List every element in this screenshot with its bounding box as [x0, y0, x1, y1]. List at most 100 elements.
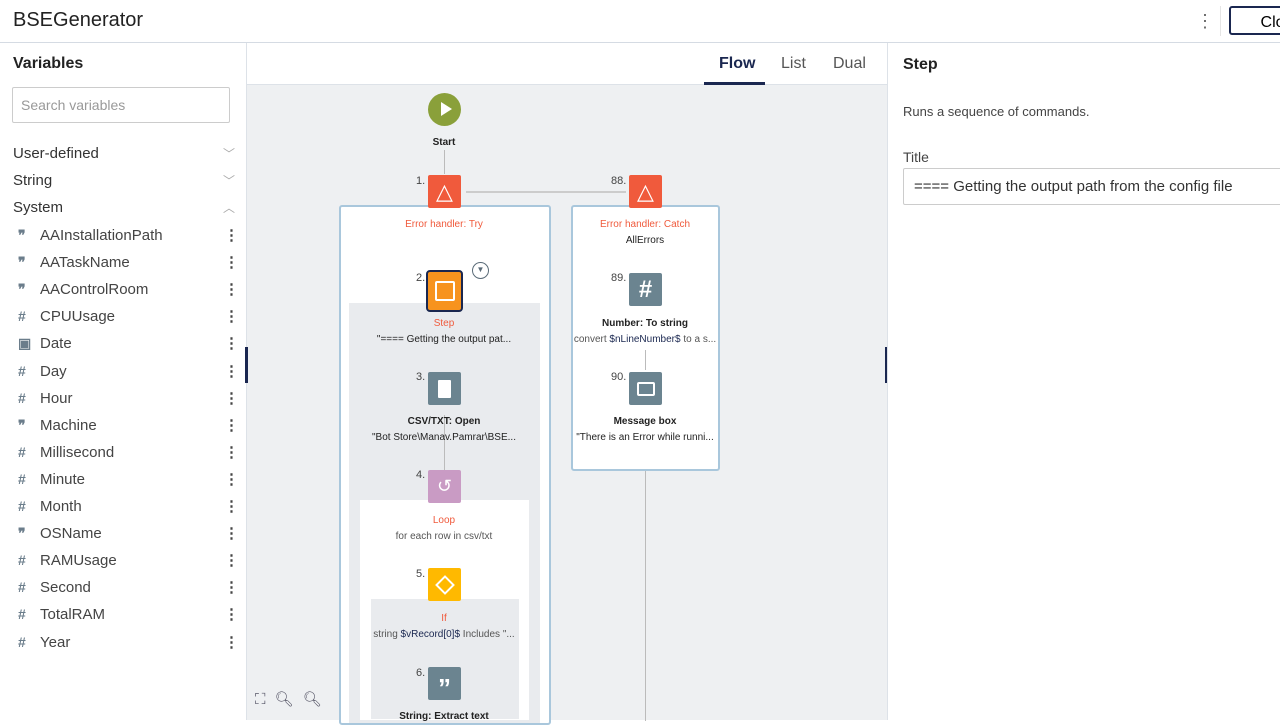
number-icon: # — [18, 498, 26, 514]
variable-menu-icon[interactable]: ⋮ — [224, 470, 239, 488]
node-title: If — [441, 613, 447, 624]
group-label: String — [13, 172, 53, 189]
step-node[interactable] — [426, 270, 463, 312]
variable-menu-icon[interactable]: ⋮ — [224, 633, 239, 651]
variable-menu-icon[interactable]: ⋮ — [224, 552, 239, 570]
variables-heading: Variables — [13, 55, 84, 72]
message-box-icon — [636, 381, 655, 396]
variable-menu-icon[interactable]: ⋮ — [224, 335, 239, 353]
group-user-defined[interactable]: User-defined﹀ — [13, 145, 235, 165]
variable-item[interactable]: ❞AAControlRoom⋮ — [18, 281, 239, 303]
start-label: Start — [432, 137, 456, 148]
title-input[interactable] — [903, 168, 1280, 205]
variable-menu-icon[interactable]: ⋮ — [224, 498, 239, 515]
variable-menu-icon[interactable]: ⋮ — [224, 389, 239, 407]
chevron-down-icon: ﹀ — [222, 174, 235, 188]
variable-menu-icon[interactable]: ⋮ — [224, 254, 239, 272]
connector — [645, 350, 646, 370]
diamond-icon — [434, 574, 455, 595]
connector — [444, 415, 445, 470]
variable-menu-icon[interactable]: ⋮ — [224, 443, 239, 461]
subtitle-text: string — [373, 629, 401, 640]
tab-dual[interactable]: Dual — [833, 55, 866, 72]
variable-menu-icon[interactable]: ⋮ — [224, 281, 239, 299]
node-subtitle: "==== Getting the output pat... — [376, 334, 512, 345]
close-button[interactable]: Close — [1229, 6, 1280, 35]
node-title: String: Extract text — [399, 711, 489, 722]
variable-name: AAInstallationPath — [40, 227, 163, 244]
loop-node[interactable]: ↺ — [428, 470, 461, 503]
variable-menu-icon[interactable]: ⋮ — [224, 362, 239, 380]
view-tabs — [247, 43, 887, 85]
variable-item[interactable]: ❞AATaskName⋮ — [18, 254, 239, 276]
start-node[interactable] — [428, 93, 461, 126]
node-number: 90. — [611, 371, 627, 383]
error-handler-catch-node[interactable]: △ — [629, 175, 662, 208]
variable-item[interactable]: #Millisecond⋮ — [18, 443, 239, 466]
hash-icon: # — [638, 275, 653, 303]
variable-name: AATaskName — [40, 254, 130, 272]
connector — [444, 150, 445, 174]
zoom-in-icon[interactable]: 🔍︎ — [274, 691, 303, 708]
node-number: 88. — [611, 175, 627, 187]
variable-item[interactable]: #CPUUsage⋮ — [18, 308, 239, 330]
string-icon: ❞ — [18, 525, 26, 542]
resize-handle-right[interactable] — [885, 347, 888, 383]
collapse-toggle-icon[interactable]: ▼ — [472, 262, 489, 279]
string-icon: ❞ — [18, 416, 26, 433]
node-number: 3. — [416, 371, 426, 383]
connector — [645, 471, 646, 721]
number-icon: # — [18, 362, 26, 379]
variable-item[interactable]: ❞AAInstallationPath⋮ — [18, 227, 239, 249]
datetime-icon: ▣ — [18, 335, 32, 352]
title-field-label: Title — [903, 149, 929, 165]
tab-flow[interactable]: Flow — [719, 55, 756, 72]
variable-item[interactable]: ❞ Machine ⋮ — [18, 416, 239, 439]
fit-to-screen-icon[interactable]: ⛶ — [255, 691, 275, 708]
string-extract-node[interactable]: ” — [428, 667, 461, 703]
message-box-node[interactable] — [629, 372, 662, 405]
node-subtitle: convert $nLineNumber$ to a s... — [565, 334, 725, 345]
zoom-out-icon[interactable]: 🔍︎ — [302, 691, 331, 708]
resize-handle-left[interactable] — [245, 347, 248, 383]
group-string[interactable]: String ﹀ — [13, 172, 235, 192]
if-node[interactable] — [428, 568, 461, 601]
variable-menu-icon[interactable]: ⋮ — [224, 579, 239, 597]
variable-menu-icon[interactable]: ⋮ — [224, 606, 239, 624]
node-number: 4. — [416, 469, 426, 481]
node-title: Message box — [613, 416, 677, 427]
spreadsheet-file-icon — [438, 379, 451, 398]
variable-menu-icon[interactable]: ⋮ — [224, 227, 239, 244]
error-handler-try-node[interactable]: △ — [428, 175, 461, 208]
search-variables-input[interactable] — [12, 87, 230, 123]
number-to-string-node[interactable]: # — [629, 273, 662, 306]
node-number: 5. — [416, 568, 426, 580]
variable-menu-icon[interactable]: ⋮ — [224, 416, 239, 434]
variable-item[interactable]: #TotalRAM⋮ — [18, 606, 239, 628]
node-number: 6. — [416, 667, 426, 679]
bot-title: BSEGenerator — [13, 9, 144, 31]
play-icon — [441, 102, 452, 116]
more-options-icon[interactable]: ⋮ — [1196, 11, 1214, 31]
variable-item[interactable]: #Second⋮ — [18, 579, 239, 601]
variable-item[interactable]: ❞OSName⋮ — [18, 525, 239, 547]
tab-list[interactable]: List — [781, 55, 806, 72]
group-system[interactable]: System︿ — [13, 199, 235, 219]
variable-item[interactable]: #Month⋮ — [18, 498, 239, 520]
number-icon: # — [18, 389, 26, 406]
variable-item[interactable]: #Hour⋮ — [18, 389, 239, 412]
variable-item[interactable]: ▣Date⋮ — [18, 335, 239, 357]
variable-menu-icon[interactable]: ⋮ — [224, 525, 239, 543]
panel-description: Runs a sequence of commands. — [903, 104, 1090, 119]
variable-name: Minute — [40, 470, 86, 488]
node-subtitle: string $vRecord[0]$ Includes "... — [364, 629, 524, 640]
quote-icon: ” — [438, 673, 451, 703]
variable-item[interactable]: #Minute⋮ — [18, 470, 239, 493]
variable-item[interactable]: #Year⋮ — [18, 633, 239, 656]
variable-menu-icon[interactable]: ⋮ — [224, 308, 239, 326]
csv-open-node[interactable] — [428, 372, 461, 405]
variable-item[interactable]: #RAMUsage⋮ — [18, 552, 239, 574]
variable-name: Machine — [40, 416, 97, 434]
variable-item[interactable]: #Day⋮ — [18, 362, 239, 385]
subtitle-text: convert — [573, 334, 610, 345]
